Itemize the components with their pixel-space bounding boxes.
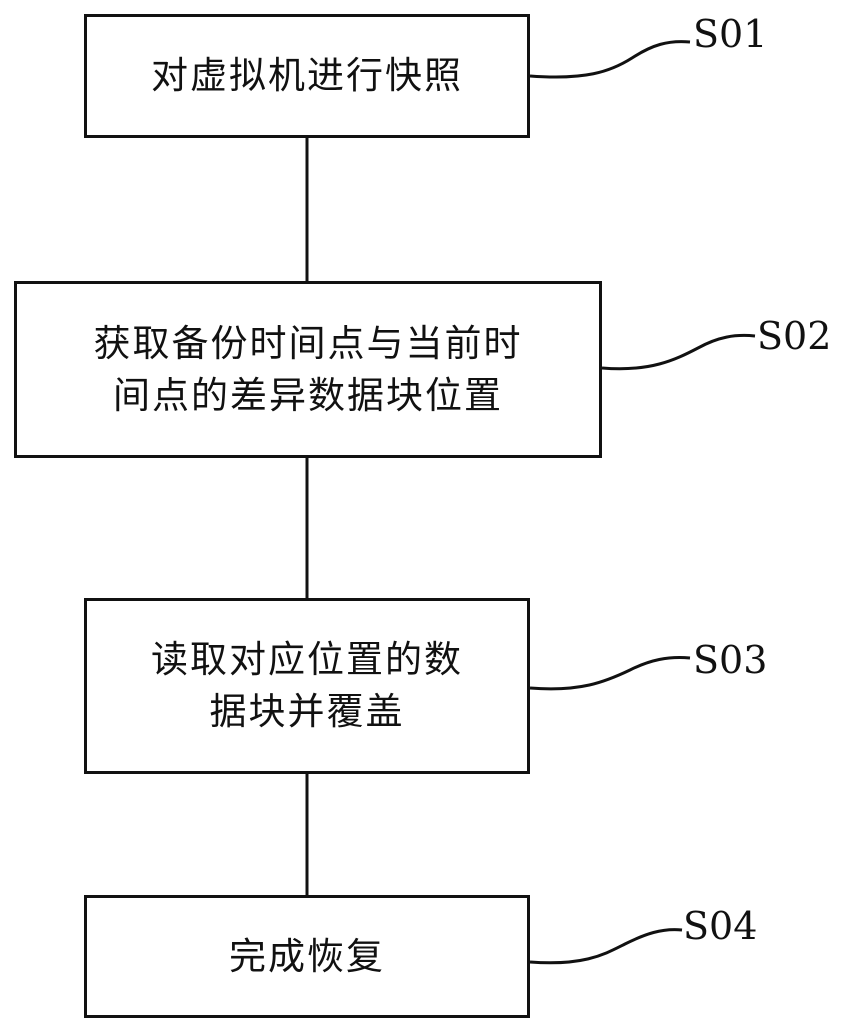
step-box-s03: 读取对应位置的数 据块并覆盖 bbox=[84, 598, 530, 774]
step-text-s04-line-1: 完成恢复 bbox=[229, 934, 385, 978]
step-text-s01-line-1: 对虚拟机进行快照 bbox=[151, 54, 463, 97]
step-text-s03-line-2: 据块并覆盖 bbox=[209, 690, 405, 733]
leader-line-s04 bbox=[529, 928, 683, 965]
step-text-s02-line-1: 获取备份时间点与当前时 bbox=[93, 321, 523, 365]
leader-line-s03 bbox=[529, 656, 691, 691]
leader-line-s02 bbox=[601, 333, 756, 371]
step-text-s03-line-1: 读取对应位置的数 bbox=[151, 638, 463, 681]
step-label-s04: S04 bbox=[683, 904, 758, 948]
step-text-s02-line-2: 间点的差异数据块位置 bbox=[113, 373, 503, 417]
step-label-s02: S02 bbox=[757, 314, 832, 358]
step-label-s01: S01 bbox=[693, 12, 768, 56]
leader-line-s01 bbox=[529, 40, 691, 79]
step-box-s01: 对虚拟机进行快照 bbox=[84, 14, 530, 138]
step-box-s04: 完成恢复 bbox=[84, 895, 530, 1018]
step-box-s02: 获取备份时间点与当前时 间点的差异数据块位置 bbox=[14, 281, 602, 458]
step-label-s03: S03 bbox=[693, 638, 768, 682]
